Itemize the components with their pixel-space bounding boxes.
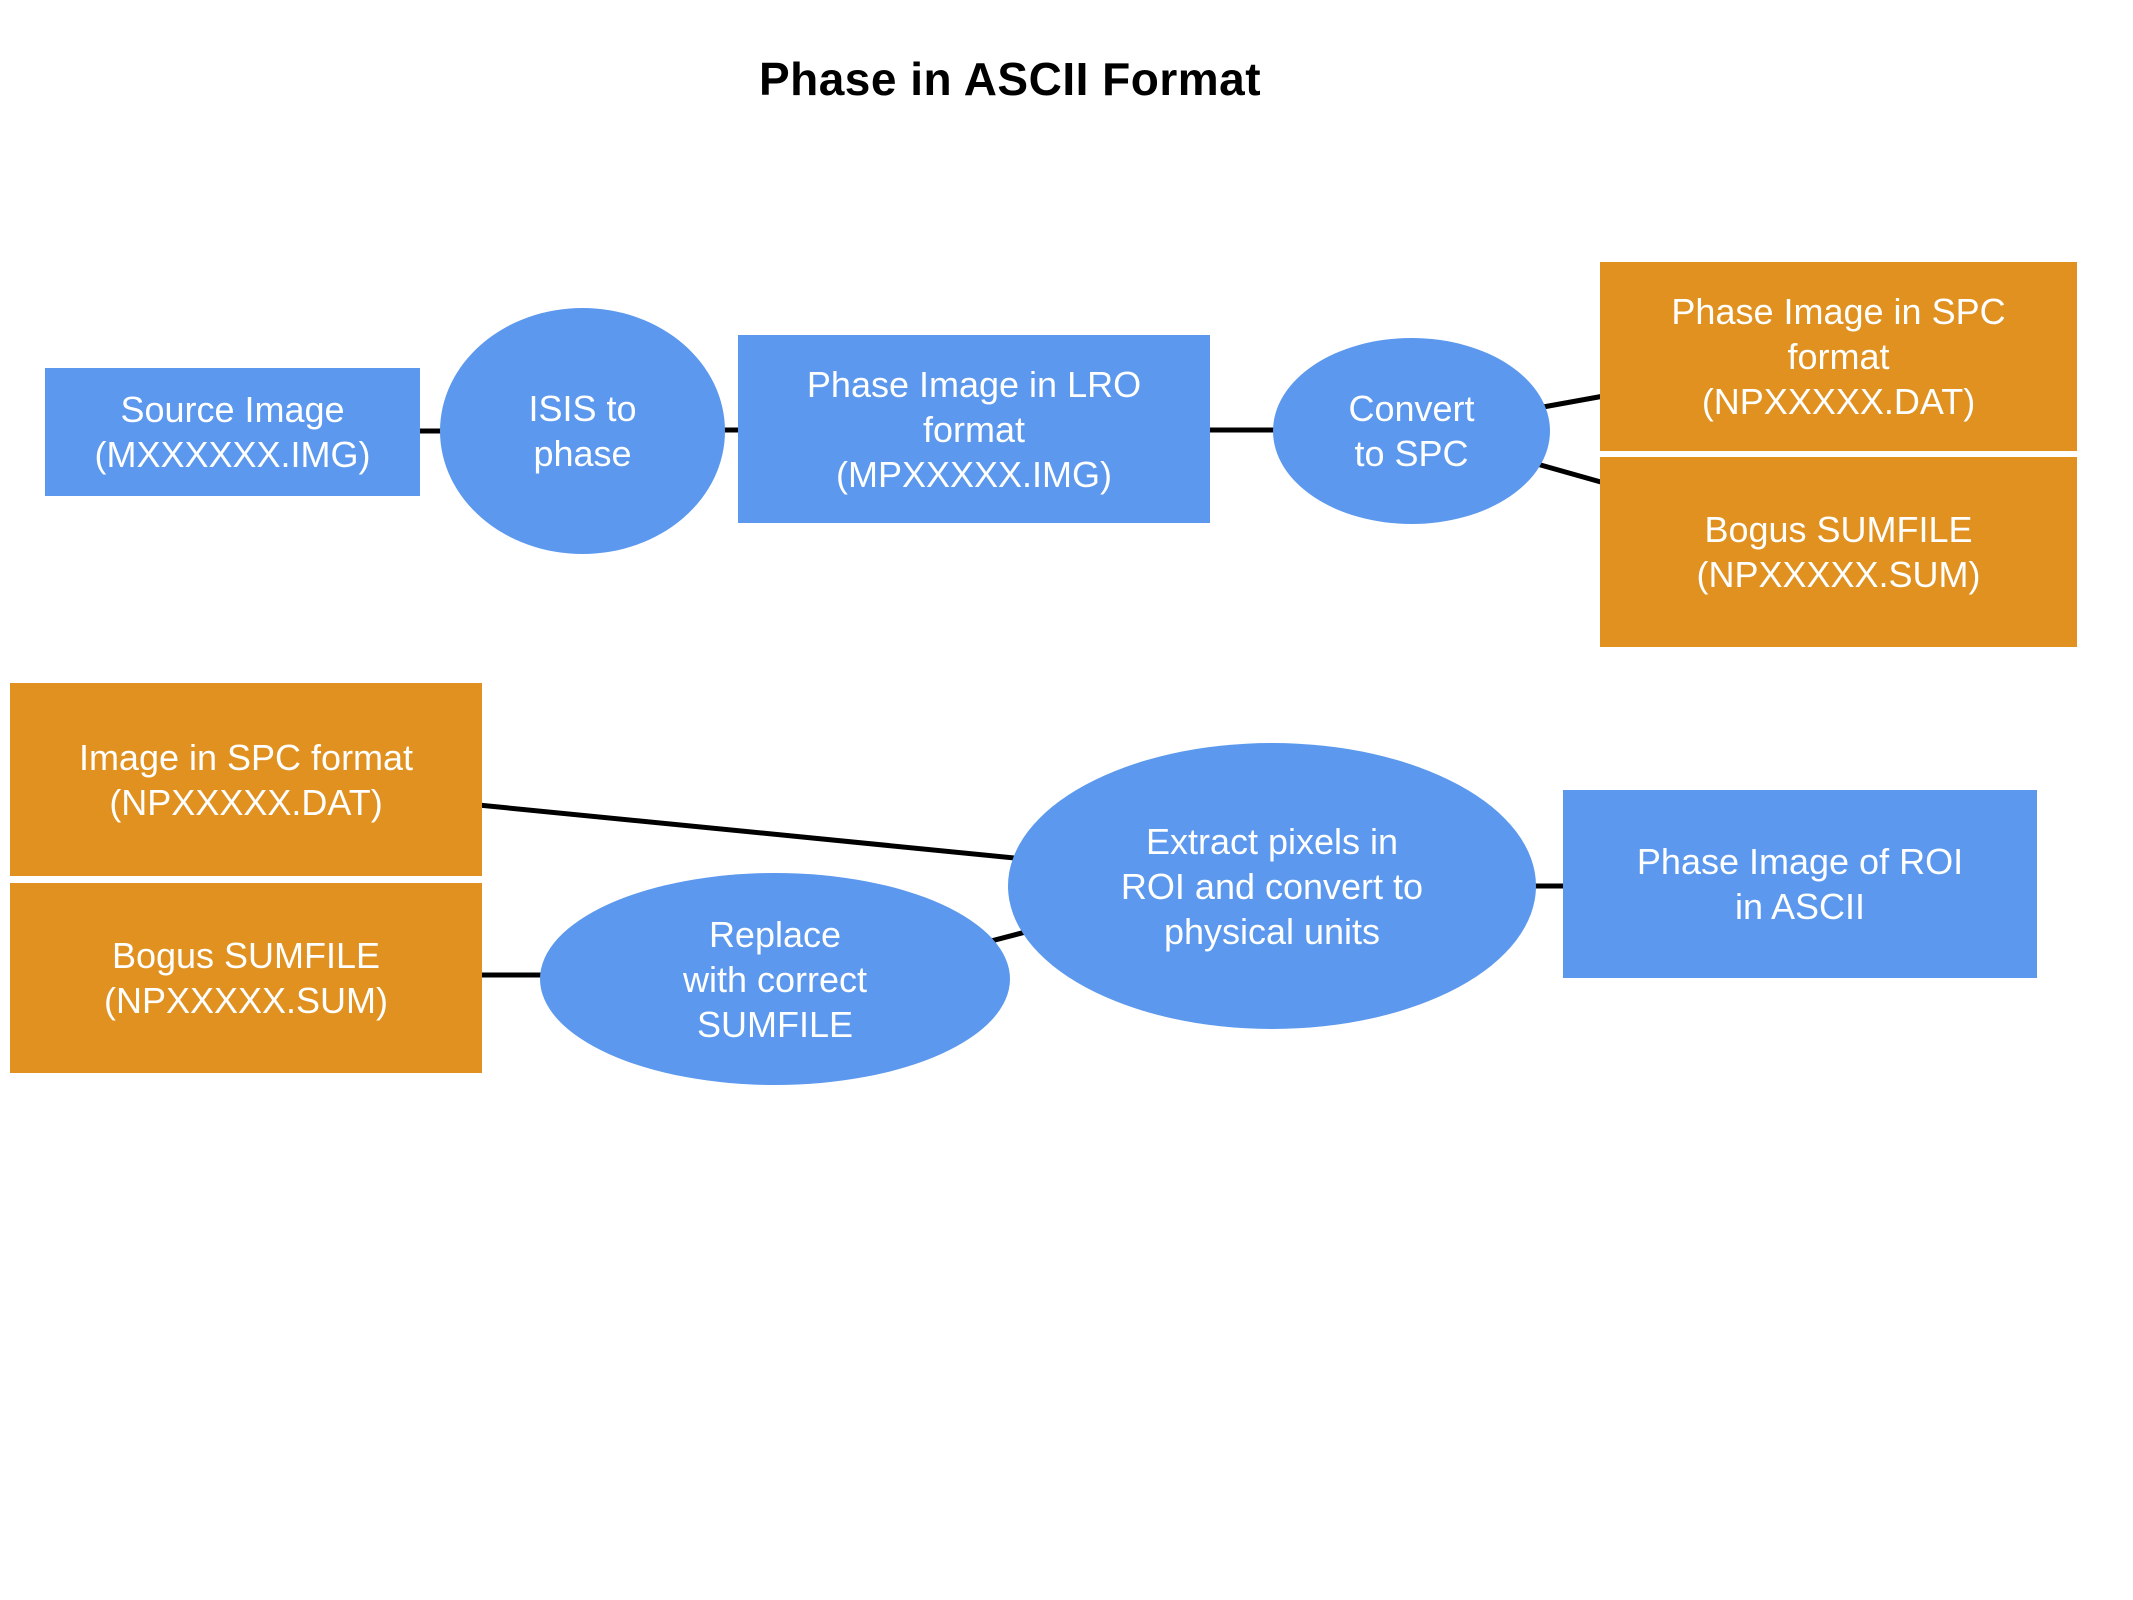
node-isis-to-phase: ISIS to phase	[440, 308, 725, 554]
node-image-in-spc-format-label: Image in SPC format (NPXXXXX.DAT)	[78, 736, 414, 823]
node-phase-image-spc: Phase Image in SPC format (NPXXXXX.DAT)	[1600, 262, 2077, 451]
node-convert-to-spc: Convert to SPC	[1273, 338, 1550, 524]
node-source-image: Source Image (MXXXXXX.IMG)	[45, 368, 420, 496]
diagram-title: Phase in ASCII Format	[758, 53, 1262, 105]
node-phase-image-lro-label: Phase Image in LRO format (MPXXXXX.IMG)	[806, 363, 1142, 495]
node-replace-with-correct-sumfile-label: Replace with correct SUMFILE	[682, 913, 868, 1045]
node-bogus-sumfile-output: Bogus SUMFILE (NPXXXXX.SUM)	[1600, 457, 2077, 647]
node-bogus-sumfile-input: Bogus SUMFILE (NPXXXXX.SUM)	[10, 883, 482, 1073]
node-bogus-sumfile-input-label: Bogus SUMFILE (NPXXXXX.SUM)	[103, 935, 389, 1021]
node-isis-to-phase-label: ISIS to phase	[528, 388, 637, 474]
node-phase-image-spc-label: Phase Image in SPC format (NPXXXXX.DAT)	[1671, 291, 2006, 422]
node-source-image-label: Source Image (MXXXXXX.IMG)	[94, 389, 371, 475]
node-extract-pixels-roi-label: Extract pixels in ROI and convert to phy…	[1120, 820, 1424, 952]
node-extract-pixels-roi: Extract pixels in ROI and convert to phy…	[1008, 743, 1536, 1029]
node-image-in-spc-format: Image in SPC format (NPXXXXX.DAT)	[10, 683, 482, 876]
node-replace-with-correct-sumfile: Replace with correct SUMFILE	[540, 873, 1010, 1085]
node-bogus-sumfile-output-label: Bogus SUMFILE (NPXXXXX.SUM)	[1696, 509, 1981, 595]
connector-spc-to-extract	[467, 801, 1046, 864]
node-phase-image-lro: Phase Image in LRO format (MPXXXXX.IMG)	[738, 335, 1210, 523]
node-phase-image-roi-ascii-label: Phase Image of ROI in ASCII	[1636, 841, 1964, 927]
node-convert-to-spc-label: Convert to SPC	[1348, 388, 1475, 474]
node-phase-image-roi-ascii: Phase Image of ROI in ASCII	[1563, 790, 2037, 978]
